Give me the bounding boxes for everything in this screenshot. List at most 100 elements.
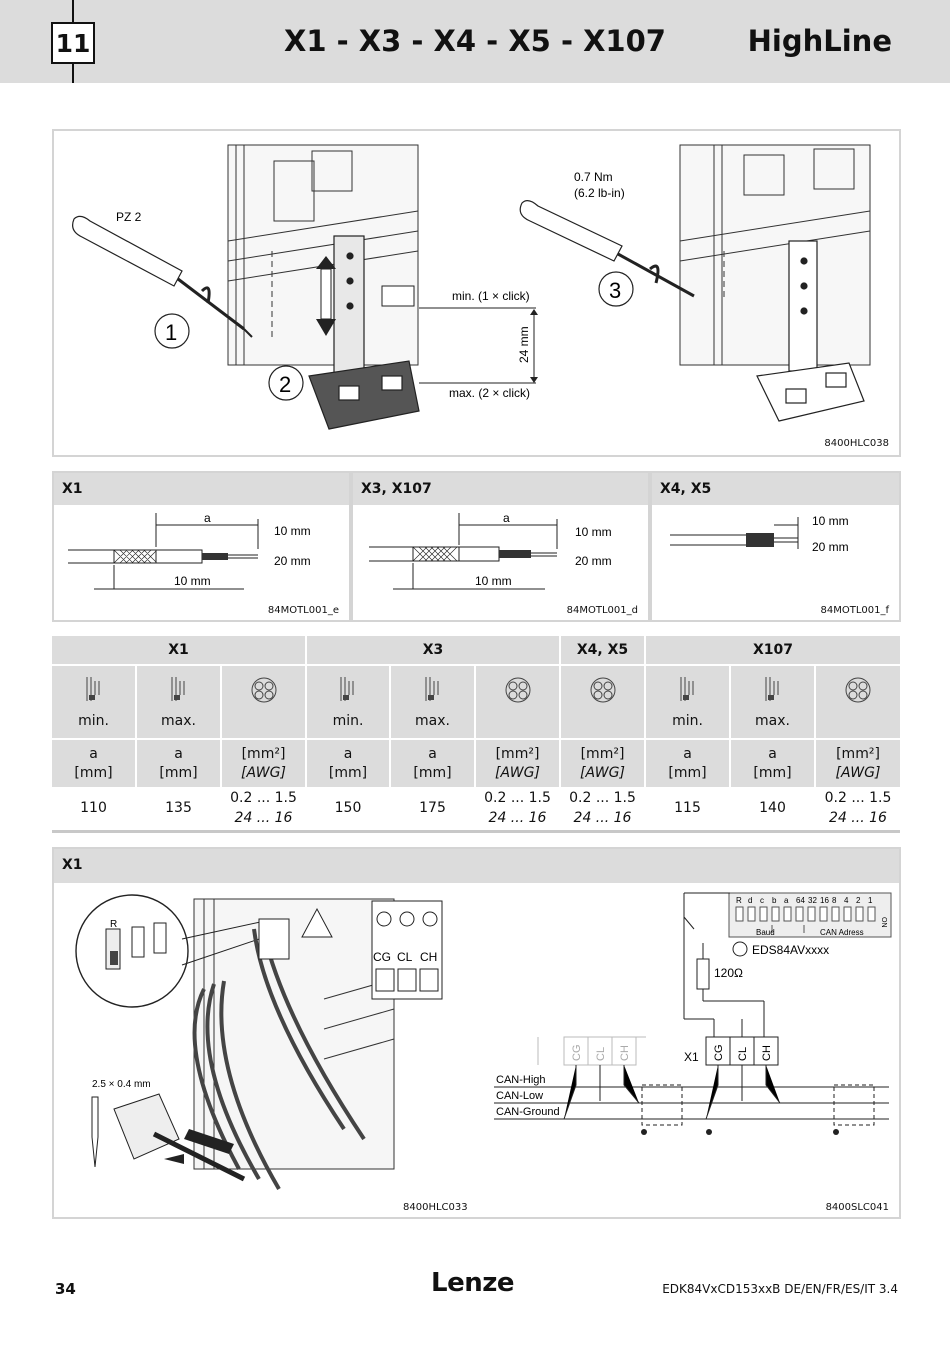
strip-max-cell-x1: max. [135, 665, 221, 740]
dip-label: 8 [832, 896, 837, 905]
conductor-cross-section-icon [845, 677, 871, 703]
on-label: ON [880, 917, 887, 928]
module-label: EDS84AVxxxx [752, 943, 829, 957]
dip-label: 4 [844, 896, 849, 905]
x1-section-title: X1 [54, 849, 899, 883]
terminal-data-table: X1 X3 X4, X5 X107 min. max. min. max. [52, 636, 900, 833]
unit-cell: [mm²][AWG] [814, 739, 900, 787]
terminal-label-ch: CH [420, 950, 437, 964]
stripping-panel-x1: X1 a 10 mm 20 mm 10 mm 84MOTL001_e [52, 471, 351, 622]
strip-min-cell-x107: min. [644, 665, 730, 740]
svg-text:10 mm: 10 mm [575, 525, 612, 539]
baud-label: Baud [756, 928, 775, 937]
value-x3-min: 150 [305, 787, 390, 833]
screwdriver-size-label: 2.5 × 0.4 mm [92, 1079, 151, 1090]
switch-label: R [110, 919, 117, 930]
step-2-label: 2 [279, 372, 291, 397]
figure-code: 8400HLC038 [824, 438, 889, 449]
resistor-label: 120Ω [714, 966, 743, 980]
torque-label: 0.7 Nm [574, 170, 613, 184]
terminal-block [371, 900, 443, 1000]
strip-max-cell-x3: max. [389, 665, 475, 740]
dip-switch-lever [831, 906, 840, 922]
stripping-code-x1: 84MOTL001_e [267, 605, 339, 616]
stripping-diagram-x3-x107: a 10 mm 20 mm 10 mm [369, 511, 612, 590]
bus-label-can-low: CAN-Low [496, 1090, 543, 1102]
unit-cell: a[mm] [52, 739, 136, 787]
product-line: HighLine [747, 24, 892, 58]
dip-switch-lever [867, 906, 876, 922]
value-x1-max: 135 [135, 787, 221, 833]
document-reference: EDK84VxCD153xxB DE/EN/FR/ES/IT 3.4 [662, 1282, 898, 1296]
max-click-label: max. (2 × click) [449, 386, 530, 400]
svg-text:20 mm: 20 mm [812, 540, 849, 554]
x1-wiring-panel: X1 R [52, 847, 901, 1219]
active-terminal-cl: CL [737, 1047, 749, 1061]
dip-label: 64 [796, 896, 805, 905]
tool-label: PZ 2 [116, 210, 142, 224]
dip-switch-lever [807, 906, 816, 922]
strip-length-icon [340, 677, 354, 701]
conductor-cell-x4-x5 [559, 665, 645, 740]
unit-cell: a[mm] [729, 739, 815, 787]
group-header-x4-x5: X4, X5 [559, 636, 645, 666]
svg-text:10 mm: 10 mm [475, 574, 512, 588]
unit-cell: a[mm] [135, 739, 221, 787]
stripping-code-x3-x107: 84MOTL001_d [566, 605, 638, 616]
chapter-marker-line-top [72, 0, 74, 22]
x1-connection-illustration: R CG CL CH 2.5 × 0.4 mm [75, 894, 443, 1191]
group-header-x3: X3 [305, 636, 560, 666]
conductor-cross-section-icon [505, 677, 530, 703]
shield-ground-icon [641, 1129, 647, 1135]
screwdriver-icon [72, 215, 253, 338]
value-x107-max: 140 [729, 787, 815, 833]
dip-switch-lever [783, 906, 792, 922]
dip-switch-lever [759, 906, 768, 922]
conductor-cell-x1 [220, 665, 306, 740]
dip-label: 32 [808, 896, 817, 905]
dip-label: R [736, 896, 742, 905]
svg-text:20 mm: 20 mm [274, 554, 311, 568]
strip-max-cell-x107: max. [729, 665, 815, 740]
strip-length-icon [171, 677, 184, 701]
stripping-panel-x4-x5: X4, X5 10 mm 20 mm 84MOTL001_f [650, 471, 901, 622]
svg-text:20 mm: 20 mm [575, 554, 612, 568]
page-title: X1 - X3 - X4 - X5 - X107 [284, 24, 666, 58]
step-3-label: 3 [609, 278, 621, 303]
step-1-label: 1 [165, 320, 177, 345]
left-figure-code: 8400HLC033 [403, 1202, 468, 1213]
stripping-diagram-x4-x5: 10 mm 20 mm [670, 514, 849, 554]
right-figure-code: 8400SLC041 [825, 1202, 889, 1213]
dip-switch-lever [747, 906, 756, 922]
dip-switch-lever [795, 906, 804, 922]
min-click-label: min. (1 × click) [452, 289, 530, 303]
bus-label-can-ground: CAN-Ground [496, 1106, 560, 1118]
plug-connector-icon [113, 1093, 180, 1160]
dip-switch-lever [843, 906, 852, 922]
conductor-cell-x107 [814, 665, 900, 740]
value-x3-max: 175 [389, 787, 475, 833]
dip-label: 16 [820, 896, 829, 905]
page-number: 34 [55, 1280, 76, 1298]
termination-resistor [696, 958, 710, 990]
unit-cell: [mm²][AWG] [220, 739, 306, 787]
dip-switch-lever [771, 906, 780, 922]
torque-imperial-label: (6.2 lb-in) [574, 186, 625, 200]
active-terminal-ch: CH [761, 1045, 773, 1061]
connector-label: X1 [684, 1050, 699, 1064]
esd-warning-icon [301, 907, 333, 938]
dip-label: b [772, 896, 777, 905]
range-label: 24 mm [517, 326, 531, 363]
stripping-panel-x3-x107: X3, X107 a 10 mm 20 mm 10 mm 84MOTL001_d [351, 471, 650, 622]
unit-cell: a[mm] [389, 739, 475, 787]
module-info-icon [732, 941, 748, 957]
dip-label: 2 [856, 896, 861, 905]
svg-text:a: a [503, 511, 510, 525]
group-header-x107: X107 [644, 636, 900, 666]
svg-text:10 mm: 10 mm [812, 514, 849, 528]
